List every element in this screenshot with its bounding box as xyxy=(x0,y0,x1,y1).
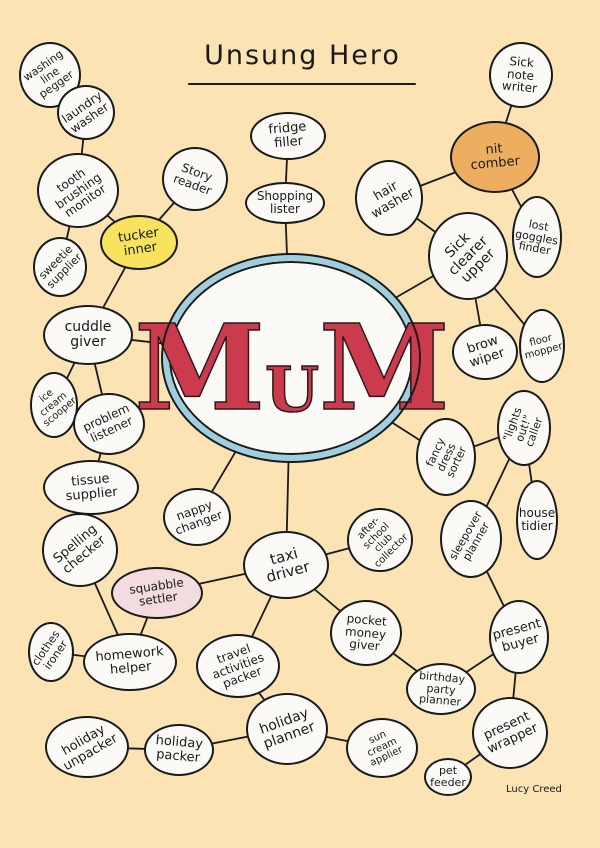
role-label: brow wiper xyxy=(465,333,507,371)
role-bubble-hair-washer[interactable]: hair washer xyxy=(355,160,423,236)
role-bubble-travel-activities-packer[interactable]: travel activities packer xyxy=(196,634,280,698)
role-bubble-spelling-checker[interactable]: Spelling checker xyxy=(42,513,118,587)
role-bubble-laundry-washer[interactable]: laundry washer xyxy=(57,85,115,140)
role-bubble-present-wrapper[interactable]: present wrapper xyxy=(472,697,548,769)
role-label: fancy dress sorter xyxy=(423,435,469,480)
role-bubble-birthday-party-planner[interactable]: birthday party planner xyxy=(406,663,476,715)
role-label: tooth brushing monitor xyxy=(52,165,109,220)
role-bubble-fridge-filler[interactable]: fridge filler xyxy=(250,112,326,160)
role-label: lost goggles finder xyxy=(514,217,560,258)
role-label: Spelling checker xyxy=(50,522,109,578)
role-label: pocket money giver xyxy=(344,611,388,654)
hub-letter-u: U xyxy=(264,353,320,427)
hub-letter-m2: M xyxy=(318,297,450,437)
role-bubble-pet-feeder[interactable]: pet feeder xyxy=(424,758,472,796)
role-label: nit comber xyxy=(470,141,521,174)
role-bubble-holiday-unpacker[interactable]: holiday unpacker xyxy=(45,716,129,778)
role-bubble-floor-mopper[interactable]: floor mopper xyxy=(519,309,565,383)
role-bubble-shopping-lister[interactable]: Shopping lister xyxy=(245,182,325,224)
role-bubble-fancy-dress-sorter[interactable]: fancy dress sorter xyxy=(416,418,476,496)
role-bubble-cuddle-giver[interactable]: cuddle giver xyxy=(43,305,133,365)
role-label: "lights out!" caller xyxy=(500,405,546,449)
role-label: sleepover planner xyxy=(446,509,492,564)
role-label: squabble settler xyxy=(127,575,185,609)
role-label: cuddle giver xyxy=(64,319,112,350)
role-label: ice cream scooper xyxy=(37,387,79,430)
title-underline xyxy=(188,83,416,85)
role-label: Shopping lister xyxy=(256,189,314,216)
role-bubble-holiday-planner[interactable]: holiday planner xyxy=(246,693,328,765)
role-label: problem listener xyxy=(80,401,135,446)
page-title: Unsung Hero xyxy=(204,40,401,71)
role-bubble-holiday-packer[interactable]: holiday packer xyxy=(144,724,214,776)
role-label: present wrapper xyxy=(481,709,541,758)
role-bubble-problem-listener[interactable]: problem listener xyxy=(73,393,145,455)
role-label: taxi driver xyxy=(264,544,312,587)
role-bubble-tissue-supplier[interactable]: tissue supplier xyxy=(43,460,139,515)
role-bubble-ice-cream-scooper[interactable]: ice cream scooper xyxy=(30,372,79,438)
role-label: clothes ironer xyxy=(29,628,71,673)
role-bubble-pocket-money-giver[interactable]: pocket money giver xyxy=(330,600,402,666)
role-label: sun cream applier xyxy=(365,729,405,770)
role-label: Story reader xyxy=(172,160,215,198)
role-label: homework helper xyxy=(94,644,165,678)
role-bubble-homework-helper[interactable]: homework helper xyxy=(83,633,177,691)
role-bubble-sick-clearer-upper[interactable]: Sick clearer upper xyxy=(428,212,508,300)
role-bubble-sun-cream-applier[interactable]: sun cream applier xyxy=(346,718,418,778)
role-bubble-story-reader[interactable]: Story reader xyxy=(162,147,228,211)
role-label: Sick note writer xyxy=(501,54,539,96)
role-label: holiday unpacker xyxy=(59,722,121,775)
role-bubble-tooth-brushing-monitor[interactable]: tooth brushing monitor xyxy=(37,153,119,228)
role-label: tissue supplier xyxy=(64,471,119,504)
role-bubble-present-buyer[interactable]: present buyer xyxy=(489,600,549,674)
hub-label: M U M xyxy=(134,297,451,437)
role-bubble-brow-wiper[interactable]: brow wiper xyxy=(452,324,518,380)
role-bubble-taxi-driver[interactable]: taxi driver xyxy=(243,531,329,599)
role-bubble-clothes-ironer[interactable]: clothes ironer xyxy=(28,622,74,682)
role-label: pet feeder xyxy=(430,764,466,789)
role-bubble-after-school-club-collector[interactable]: after- school club collector xyxy=(347,508,413,572)
role-label: fridge filler xyxy=(267,119,307,152)
role-label: sweetie supplier xyxy=(36,243,85,292)
role-label: after- school club collector xyxy=(355,515,410,570)
role-label: hair washer xyxy=(368,179,417,222)
role-label: travel activities packer xyxy=(210,641,266,692)
role-label: present buyer xyxy=(491,616,543,656)
role-bubble-house-tidier[interactable]: house tidier xyxy=(516,480,558,560)
role-bubble-sleepover-planner[interactable]: sleepover planner xyxy=(440,500,502,578)
role-bubble-tucker-inner[interactable]: tucker inner xyxy=(100,215,178,270)
hub-letter-m1: M xyxy=(134,297,266,437)
role-bubble-nappy-changer[interactable]: nappy changer xyxy=(163,488,231,546)
role-label: nappy changer xyxy=(173,497,225,538)
role-bubble-squabble-settler[interactable]: squabble settler xyxy=(111,567,203,619)
role-bubble-lost-goggles-finder[interactable]: lost goggles finder xyxy=(512,196,562,278)
role-label: floor mopper xyxy=(522,331,564,361)
role-bubble-sweetie-supplier[interactable]: sweetie supplier xyxy=(33,237,87,297)
role-label: holiday planner xyxy=(257,705,318,753)
role-label: house tidier xyxy=(518,506,556,533)
role-label: Sick clearer upper xyxy=(441,229,499,287)
role-label: laundry washer xyxy=(59,88,112,136)
role-bubble-sick-note-writer[interactable]: Sick note writer xyxy=(489,42,553,108)
role-label: birthday party planner xyxy=(418,668,466,709)
role-label: holiday packer xyxy=(155,733,204,766)
role-bubble-lights-out-caller[interactable]: "lights out!" caller xyxy=(497,390,551,466)
central-hub-mum[interactable]: M U M xyxy=(134,253,450,463)
role-bubble-nit-comber[interactable]: nit comber xyxy=(450,121,540,193)
artist-signature: Lucy Creed xyxy=(506,784,562,795)
role-label: tucker inner xyxy=(116,225,160,259)
